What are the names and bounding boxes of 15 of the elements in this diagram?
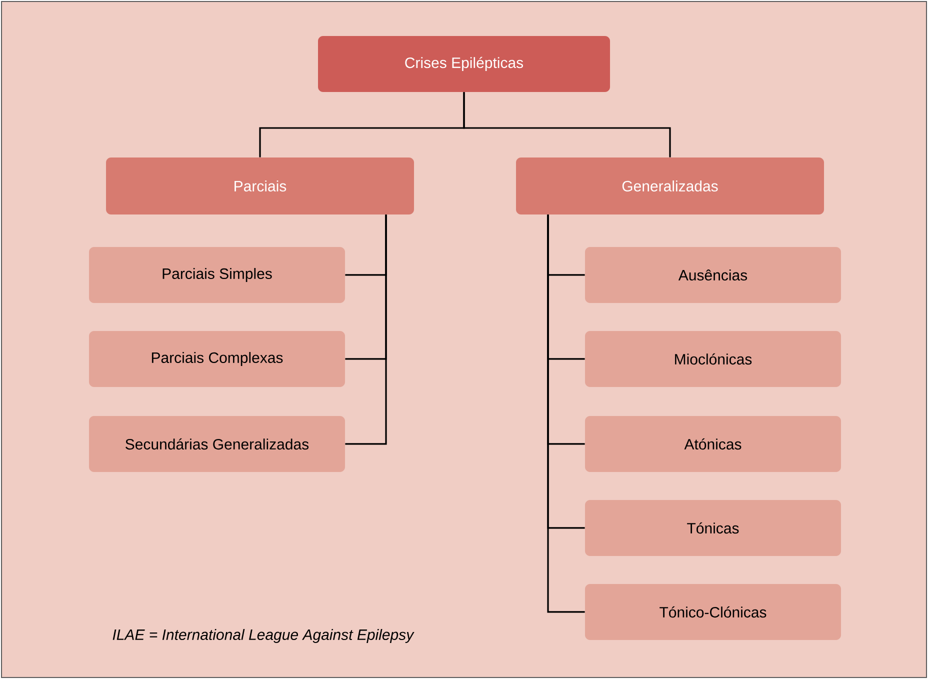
connector-line xyxy=(547,214,585,613)
type-box: Tónicas xyxy=(585,500,841,556)
type-box: Ausências xyxy=(585,247,841,303)
type-box: Mioclónicas xyxy=(585,330,841,387)
type-box: Atónicas xyxy=(585,416,841,472)
type-box: Tónico-Clónicas xyxy=(585,584,841,640)
connector-line xyxy=(345,214,387,445)
connector-line xyxy=(463,92,671,158)
type-box: Secundárias Generalizadas xyxy=(89,416,345,472)
type-box: Parciais Simples xyxy=(89,247,345,303)
category-box: Crises Epilépticas xyxy=(318,36,610,92)
type-box: Parciais Complexas xyxy=(89,330,345,387)
category-box: Generalizadas xyxy=(516,158,824,214)
category-box: Parciais xyxy=(106,158,414,214)
footnote: ILAE = International League Against Epilepsy xyxy=(112,629,414,643)
